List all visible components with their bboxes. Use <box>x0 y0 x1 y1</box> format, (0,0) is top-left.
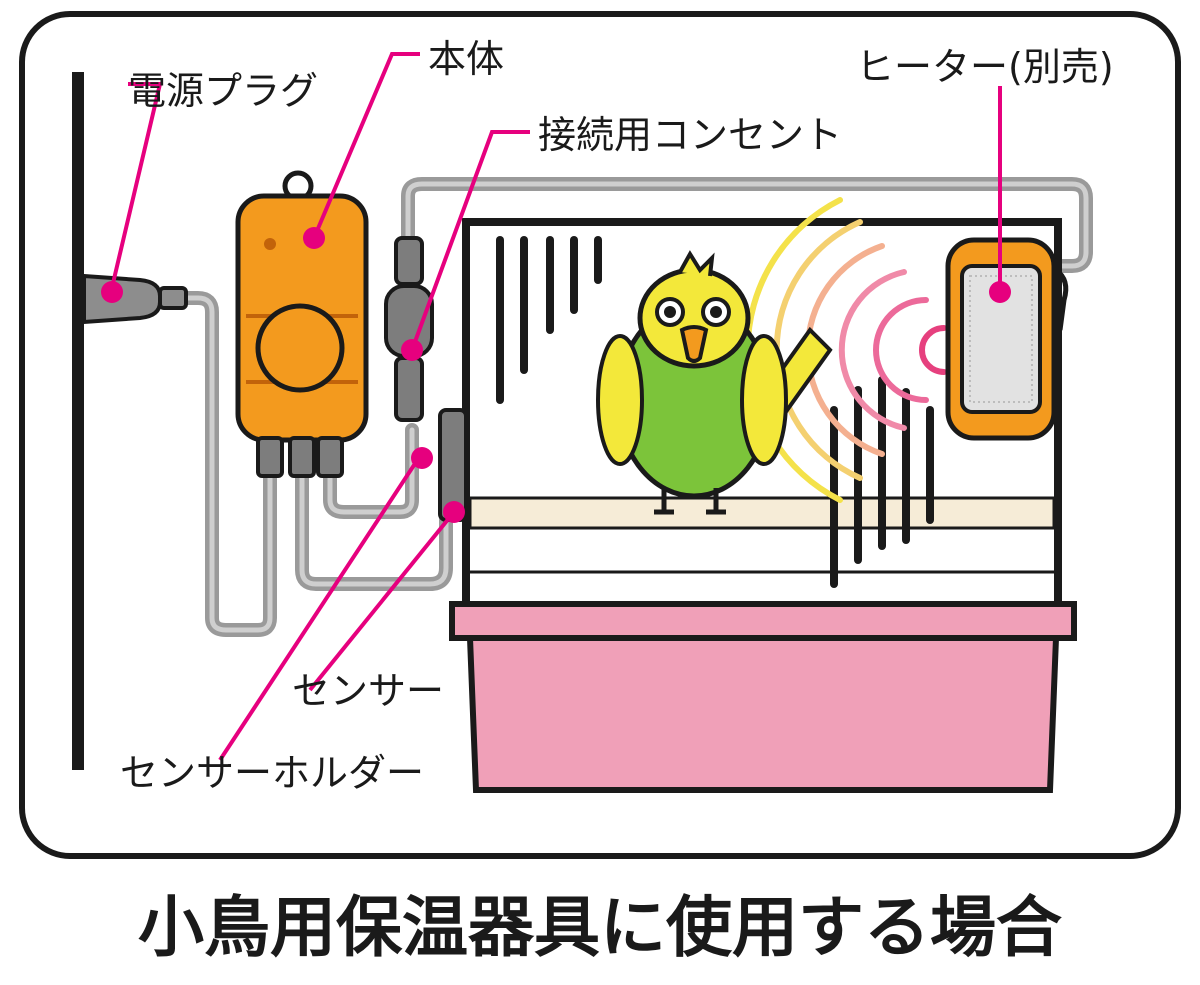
label-sensor-holder: センサーホルダー <box>120 751 424 795</box>
label-sensor: センサー <box>292 669 444 713</box>
wall <box>72 72 84 770</box>
panel-heater-icon <box>945 237 1069 441</box>
perch <box>468 496 1056 530</box>
unit-marker-dot <box>303 227 325 249</box>
cage-tray <box>466 635 1060 793</box>
power-plug-icon <box>82 273 188 325</box>
thermostat-controller-icon <box>235 170 369 478</box>
caption: 小鳥用保温器具に使用する場合 <box>138 889 1062 966</box>
leader-lines <box>108 52 1002 762</box>
label-outlet: 接続用コンセント <box>538 113 842 157</box>
sensor-holder-marker-dot <box>411 447 433 469</box>
label-heater: ヒーター(別売) <box>856 45 1114 89</box>
plug-marker-dot <box>101 281 123 303</box>
label-power-plug: 電源プラグ <box>128 69 318 113</box>
outlet-marker-dot <box>401 339 423 361</box>
cage-tray-rim <box>449 601 1077 641</box>
label-main-unit: 本体 <box>428 37 504 81</box>
heater-marker-dot <box>989 281 1011 303</box>
sensor-marker-dot <box>443 501 465 523</box>
budgie-icon <box>596 250 833 515</box>
